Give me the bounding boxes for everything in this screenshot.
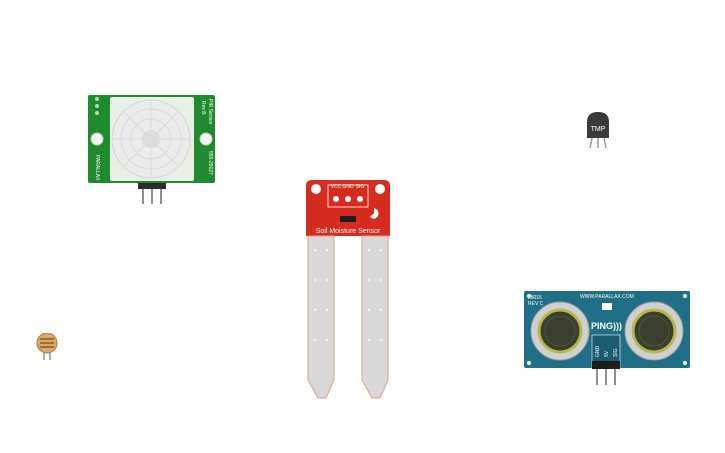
soil-mount-hole-right: [375, 184, 385, 194]
soil-pin-gnd[interactable]: [345, 196, 351, 202]
soil-moisture-sensor[interactable]: VCC GND SIG Soil Moisture Sensor: [306, 180, 390, 400]
sparkfun-flame-icon: [370, 208, 379, 219]
ping-brand-label: PING))): [591, 321, 622, 331]
pir-title-label: PIR Sensor: [207, 99, 213, 125]
pir-header: [138, 183, 166, 189]
ping-url-label: WWW.PARALLAX.COM: [580, 294, 634, 300]
ping-part-label: 28015: [528, 295, 542, 301]
photoresistor[interactable]: [36, 332, 58, 361]
ping-header: [592, 361, 620, 369]
soil-pin-vcc[interactable]: [333, 196, 339, 202]
pir-mount-hole-left: [90, 132, 104, 146]
ping-pin-5v-label: 5V: [604, 350, 610, 357]
tmp-body: [587, 112, 609, 138]
ping-led: [602, 303, 612, 310]
ping-rev-label: REV C: [528, 301, 544, 307]
soil-title: Soil Moisture Sensor: [316, 228, 381, 235]
ping-pin-gnd-label: GND: [595, 346, 601, 358]
tmp-label: TMP: [591, 126, 606, 133]
soil-pin-vcc-label: VCC: [331, 184, 342, 190]
pir-rev-label: Rev B: [200, 101, 206, 115]
tmp-temperature-sensor[interactable]: TMP: [585, 112, 611, 150]
soil-pin-sig-label: SIG: [356, 184, 365, 190]
soil-transistor: [340, 216, 356, 222]
soil-prong-left: [307, 235, 335, 399]
pir-brand-label: PARALLAX: [94, 155, 100, 181]
soil-mount-hole-left: [311, 184, 321, 194]
pir-sensor[interactable]: PARALLAX PIR Sensor Rev B 555-28027: [88, 95, 215, 205]
pir-part-label: 555-28027: [207, 151, 213, 175]
soil-prong-right: [361, 235, 389, 399]
soil-board: [306, 180, 390, 236]
soil-pin-sig[interactable]: [357, 196, 363, 202]
pir-mount-hole-right: [199, 132, 213, 146]
soil-pin-gnd-label: GND: [342, 184, 354, 190]
ping-pin-sig-label: SIG: [613, 348, 619, 357]
ping-ultrasonic-sensor[interactable]: 28015 REV C WWW.PARALLAX.COM PING))) GND…: [524, 291, 690, 386]
